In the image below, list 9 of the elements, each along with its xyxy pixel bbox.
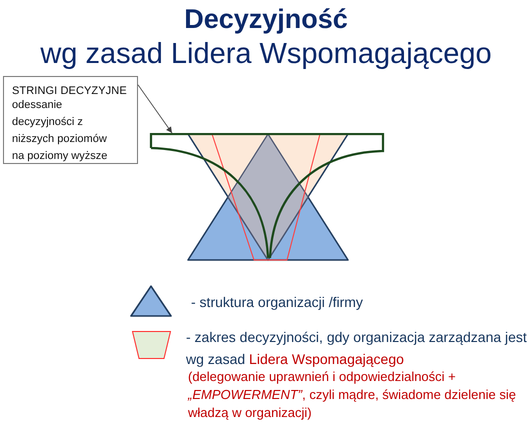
callout-heading: STRINGI DECYZYJNE — [12, 84, 127, 99]
callout-box — [3, 76, 138, 164]
legend-text: - struktura organizacji /firmy — [191, 294, 363, 310]
note-text: (delegowanie uprawnień i odpowiedzialności + „EMPOWERMENT”, czyli mądre, świadome dzielenie się władzą w organizacji) — [188, 369, 516, 420]
legend-text: - zakres decyzyjności, gdy organizacja zarządzana jest wg zasad Lidera Wspomagającego — [186, 329, 527, 367]
funnel-shape — [149, 133, 385, 260]
callout-text: odessanie decyzyjności z niższych poziomów na poziomy wyższe — [12, 98, 108, 164]
title: Decyzyjność wg zasad Lidera Wspomagającego — [40, 3, 492, 72]
leader-arrow — [138, 84, 172, 134]
